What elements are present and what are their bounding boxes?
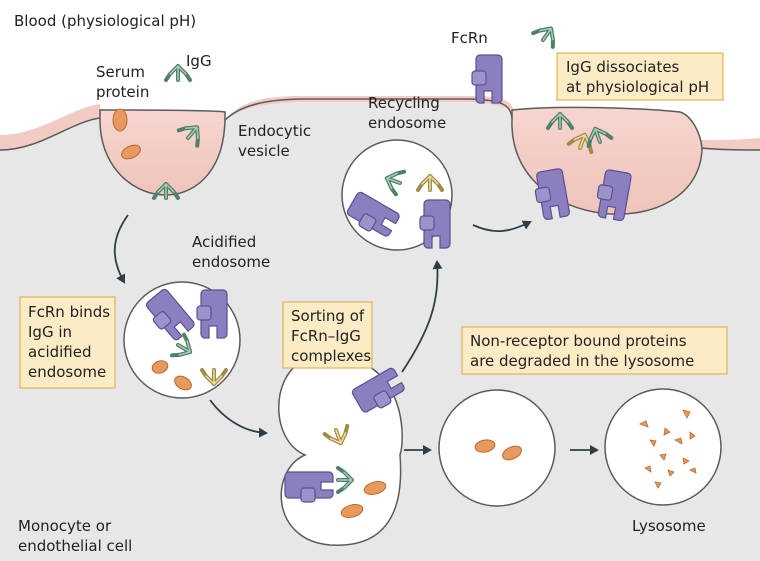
lysosome-label: Lysosome bbox=[632, 517, 706, 535]
cell-region bbox=[0, 102, 760, 561]
serum-protein bbox=[340, 504, 364, 518]
recycling-label-1: Recycling bbox=[368, 94, 440, 112]
arrow-recycling-to-surface bbox=[472, 220, 532, 232]
box-dissociates-line-1: IgG dissociates bbox=[566, 58, 680, 76]
box-binds-line-2: IgG in bbox=[28, 323, 72, 341]
endocytic-label-1: Endocytic bbox=[238, 122, 311, 140]
membrane-band-right bbox=[700, 138, 760, 151]
lysosome bbox=[604, 388, 722, 506]
arrow-sorting-to-recycling bbox=[401, 260, 443, 373]
box-sorting-line-3: complexes bbox=[291, 347, 371, 365]
arrow-acidified-to-sorting bbox=[209, 399, 268, 438]
serum-protein bbox=[151, 360, 169, 374]
membrane-line bbox=[0, 98, 760, 151]
arrow-vesicle-to-acidified bbox=[113, 214, 129, 284]
igg-label: IgG bbox=[186, 52, 212, 70]
box-sorting-line-2: FcRn–IgG bbox=[291, 327, 361, 345]
box-sorting-line-1: Sorting of bbox=[291, 307, 365, 325]
box-degraded-line-1: Non-receptor bound proteins bbox=[470, 332, 687, 350]
serum-protein bbox=[121, 144, 141, 160]
box-dissociates-line-2: at physiological pH bbox=[566, 78, 709, 96]
acidified-label-2: endosome bbox=[192, 253, 270, 271]
serum-label-1: Serum bbox=[96, 63, 145, 81]
membrane-band-middle bbox=[225, 96, 515, 120]
fcrn-label: FcRn bbox=[451, 29, 488, 47]
box-degraded-line-2: are degraded in the lysosome bbox=[470, 352, 694, 370]
box-sorting bbox=[282, 301, 373, 369]
serum-protein bbox=[474, 439, 496, 453]
recycling-label-2: endosome bbox=[368, 114, 446, 132]
serum-protein bbox=[363, 481, 387, 495]
igg-antibody bbox=[531, 19, 563, 49]
box-binds-line-1: FcRn binds bbox=[28, 303, 110, 321]
degraded-fragments bbox=[639, 409, 697, 489]
serum-protein bbox=[502, 445, 522, 461]
box-degraded bbox=[461, 326, 728, 375]
box-binds-line-3: acidified bbox=[28, 343, 92, 361]
serum-protein bbox=[112, 108, 128, 132]
acidified-label-1: Acidified bbox=[192, 233, 256, 251]
fcrn-receptor bbox=[471, 54, 503, 104]
blood-label: Blood (physiological pH) bbox=[14, 12, 196, 30]
box-binds-line-4: endosome bbox=[28, 363, 106, 381]
serum-protein bbox=[174, 375, 192, 391]
degradation-vesicle bbox=[438, 389, 556, 507]
cell-label-2: endothelial cell bbox=[18, 537, 132, 555]
endocytic-label-2: vesicle bbox=[238, 142, 290, 160]
box-dissociates bbox=[556, 52, 724, 101]
box-binds bbox=[19, 296, 116, 389]
serum-label-2: protein bbox=[96, 83, 149, 101]
cell-label-1: Monocyte or bbox=[18, 517, 112, 535]
membrane-band-left bbox=[0, 104, 100, 150]
